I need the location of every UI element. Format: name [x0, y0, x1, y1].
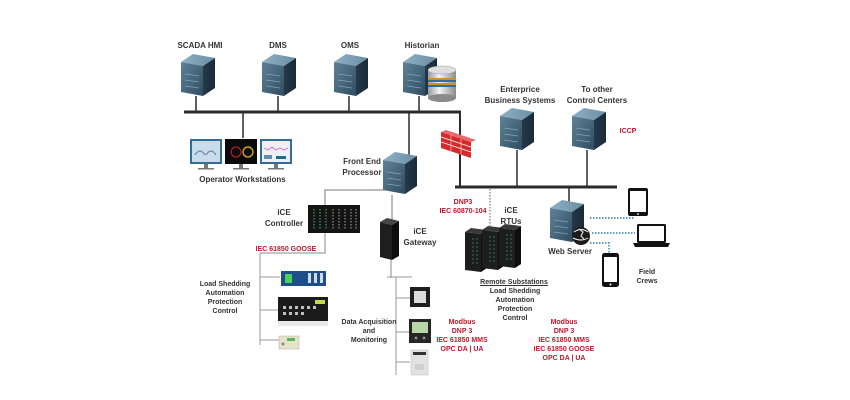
function-label-line: Load Shedding — [489, 288, 541, 295]
ice-controller-label-line: Controller — [264, 219, 304, 228]
ice-controller-label-line: iCE — [277, 208, 291, 217]
smartphone-icon[interactable] — [602, 253, 619, 287]
field-crews-label: Field Crews — [632, 268, 662, 286]
field-crews-label-line: Crews — [636, 278, 658, 285]
function-label-line: Monitoring — [350, 337, 388, 344]
protocol-line: Modbus — [550, 319, 578, 326]
function-label-line: and — [362, 328, 376, 335]
enterprise-label-line: Business Systems — [484, 96, 556, 105]
gateway-protocols-label: Modbus DNP 3 IEC 61850 MMS OPC DA | UA — [432, 318, 492, 354]
protocol-line: IEC 61850 MMS — [538, 337, 590, 344]
function-label-line: Protection — [497, 306, 533, 313]
firewall-icon — [440, 130, 476, 158]
control-panel-icon[interactable] — [278, 335, 300, 350]
protection-relay-icon[interactable] — [281, 271, 326, 286]
server-label-dms: DMS — [269, 41, 287, 50]
operator-workstations-label: Operator Workstations — [199, 175, 286, 184]
protocol-line: IEC 61850 MMS — [436, 337, 488, 344]
io-module-icon[interactable] — [410, 349, 429, 376]
database-icon — [427, 65, 457, 102]
ice-controller-icon[interactable] — [308, 205, 360, 233]
power-meter-icon[interactable] — [410, 287, 430, 307]
remote-substations-heading: Remote Substations — [480, 279, 548, 286]
operator-workstations-icon[interactable] — [190, 139, 292, 170]
protocol-line: OPC DA | UA — [542, 355, 586, 362]
function-label-line: Load Shedding — [199, 281, 251, 288]
rtu-protocols-label: DNP3 IEC 60870-104 — [438, 198, 488, 216]
protocol-line: Modbus — [448, 319, 476, 326]
function-label-line: Protection — [207, 299, 243, 306]
protocol-line: DNP 3 — [451, 328, 473, 335]
front-end-processor-label: Front End Processor — [338, 156, 386, 178]
ice-rtus-label-line: RTUs — [500, 217, 522, 226]
server-label-historian: Historian — [404, 41, 440, 50]
ice-gateway-label: iCE Gateway — [402, 226, 438, 248]
ice-gateway-icon[interactable] — [380, 218, 399, 260]
ice-rtus-label-line: iCE — [504, 206, 518, 215]
iccp-label: ICCP — [619, 128, 637, 135]
load-shedding-label: Load Shedding Automation Protection Cont… — [193, 280, 257, 316]
data-acquisition-label: Data Acquisition and Monitoring — [340, 318, 398, 345]
ice-rtus-label: iCE RTUs — [496, 205, 526, 227]
goose-protocol-label: IEC 61850 GOOSE — [255, 246, 317, 253]
other-cc-label-line: To other — [581, 85, 613, 94]
protocol-line: OPC DA | UA — [440, 346, 484, 353]
function-label-line: Control — [212, 308, 238, 315]
tablet-icon[interactable] — [628, 188, 648, 216]
enterprise-server-icon[interactable] — [499, 107, 535, 151]
function-label-line: Automation — [495, 297, 535, 304]
front-end-processor-icon[interactable] — [382, 151, 418, 195]
server-label-oms: OMS — [340, 41, 360, 50]
function-label-line: Control — [502, 315, 528, 322]
function-label-line: Automation — [205, 290, 245, 297]
oms-server-icon[interactable] — [333, 53, 369, 97]
dms-server-icon[interactable] — [261, 53, 297, 97]
field-crews-label-line: Field — [638, 269, 656, 276]
scada-hmi-server-icon[interactable] — [180, 53, 216, 97]
other-control-centers-server-icon[interactable] — [571, 107, 607, 151]
rtu-field-protocols-label: Modbus DNP 3 IEC 61850 MMS IEC 61850 GOO… — [530, 318, 598, 363]
other-control-centers-label: To other Control Centers — [563, 84, 631, 106]
protocol-line: DNP 3 — [553, 328, 575, 335]
fep-label-line: Front End — [343, 157, 381, 166]
function-label-line: Data Acquisition — [341, 319, 397, 326]
ice-gateway-label-line: iCE — [413, 227, 427, 236]
network-lines — [184, 96, 635, 375]
fep-label-line: Processor — [342, 168, 382, 177]
enterprise-label: Enterprice Business Systems — [480, 84, 560, 106]
web-server-label: Web Server — [548, 247, 592, 256]
automation-controller-icon[interactable] — [278, 297, 328, 326]
rtu-function-label: Load Shedding Automation Protection Cont… — [484, 287, 546, 323]
protocol-line: IEC 60870-104 — [439, 208, 487, 215]
protocol-line: IEC 61850 GOOSE — [533, 346, 595, 353]
enterprise-label-line: Enterprice — [500, 85, 540, 94]
laptop-icon[interactable] — [633, 224, 670, 247]
globe-icon — [572, 227, 590, 245]
ice-rtu-icon[interactable] — [498, 223, 522, 269]
server-label-scada-hmi: SCADA HMI — [177, 41, 223, 50]
protocol-line: DNP3 — [453, 199, 473, 206]
other-cc-label-line: Control Centers — [566, 96, 628, 105]
multifunction-meter-icon[interactable] — [409, 319, 431, 343]
ice-gateway-label-line: Gateway — [403, 238, 437, 247]
ice-controller-label: iCE Controller — [262, 207, 306, 229]
